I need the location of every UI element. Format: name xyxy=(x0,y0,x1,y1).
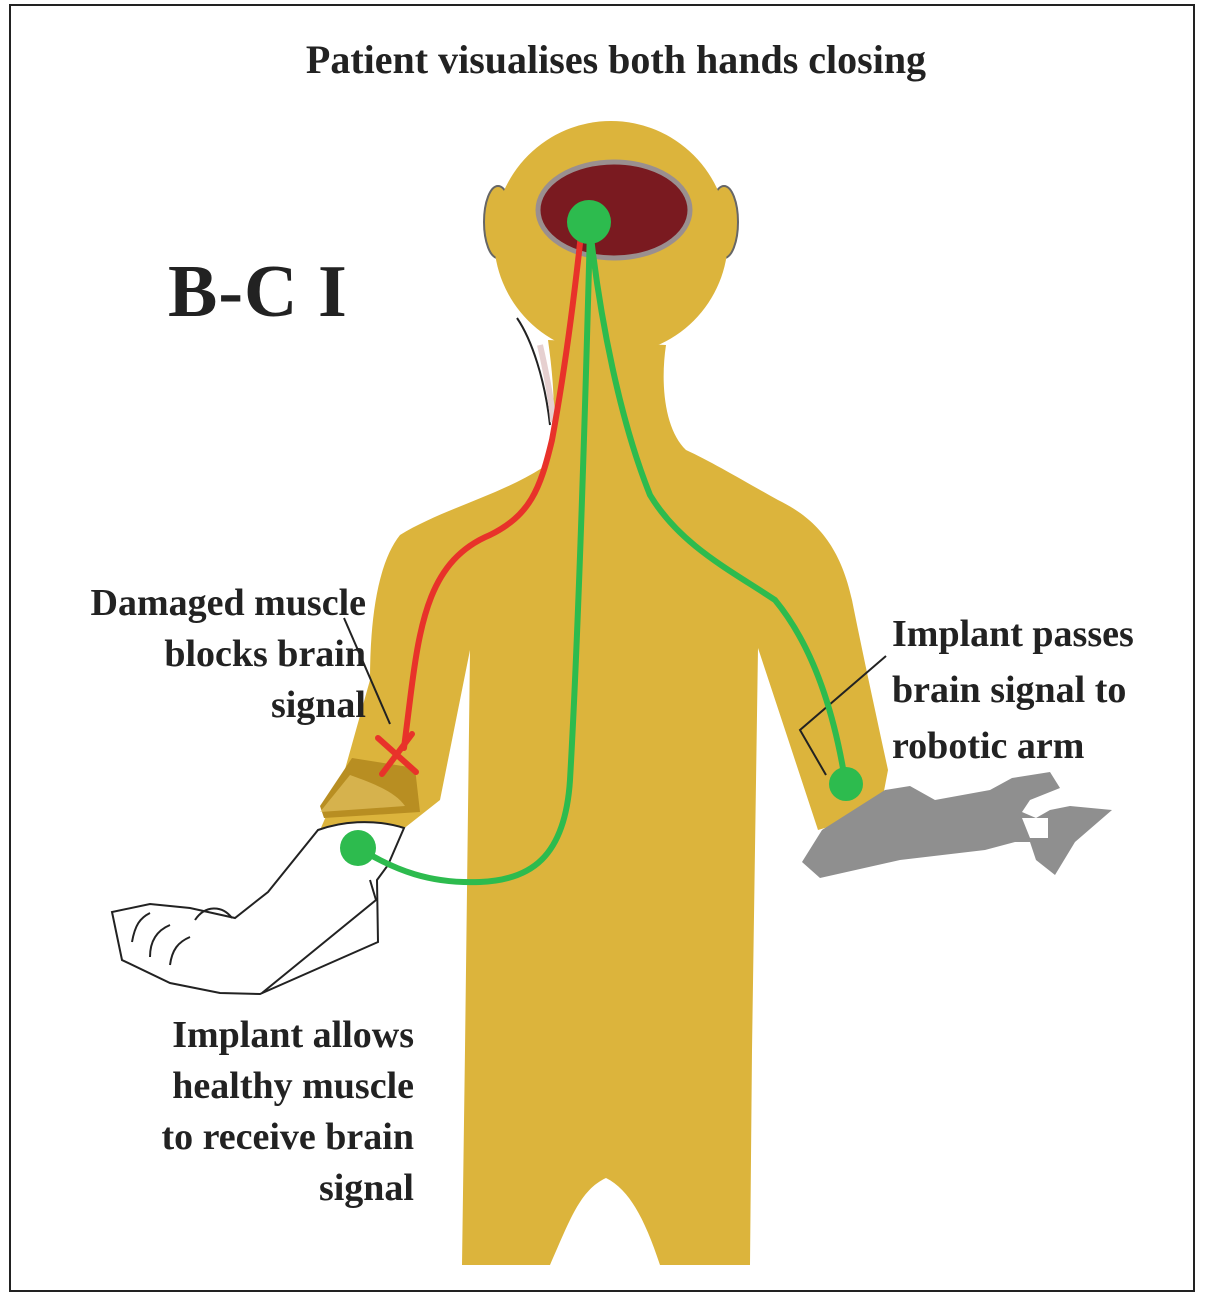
arm-implant-dot xyxy=(340,830,376,866)
label-healthy-muscle: Implant allows healthy muscle to receive… xyxy=(76,1010,414,1214)
diagram-title: Patient visualises both hands closing xyxy=(0,36,1206,84)
brain-implant-dot xyxy=(567,200,611,244)
robotic-implant-dot xyxy=(829,767,863,801)
brain xyxy=(538,162,690,258)
label-damaged-muscle: Damaged muscle blocks brain signal xyxy=(10,578,366,731)
bci-acronym: B-C I xyxy=(168,248,348,337)
label-robotic-arm: Implant passes brain signal to robotic a… xyxy=(892,606,1134,774)
